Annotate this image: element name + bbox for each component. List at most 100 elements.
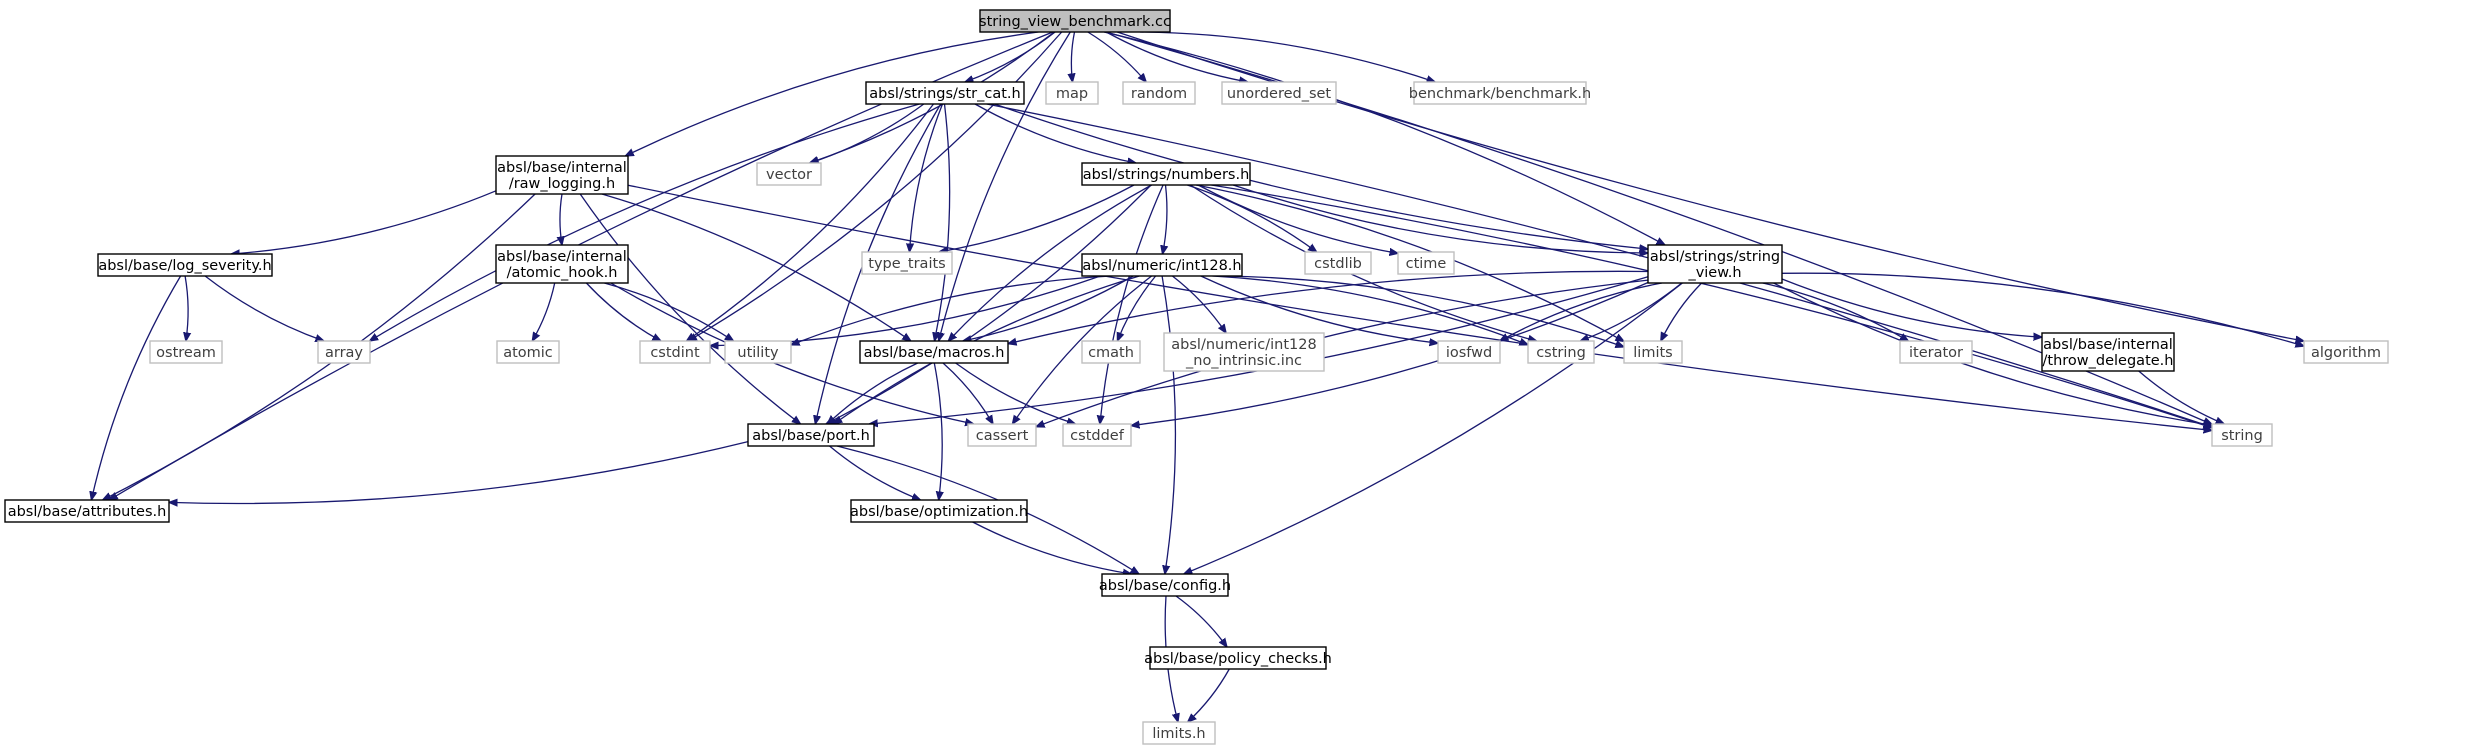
edges-layer xyxy=(91,31,2304,722)
node-cstddef: cstddef xyxy=(1062,423,1132,447)
edge-port-to-attrs xyxy=(169,440,749,504)
node-box xyxy=(149,340,223,364)
edge-config-to-policy xyxy=(1175,595,1227,647)
node-atomic: atomic xyxy=(496,340,560,364)
edge-root-to-uset xyxy=(1105,31,1248,82)
edge-strview-to-macros xyxy=(1008,270,1649,343)
node-label: iosfwd xyxy=(1446,345,1492,361)
node-label: _view.h xyxy=(1687,265,1741,281)
node-label: atomic xyxy=(503,345,553,361)
node-box xyxy=(317,340,371,364)
node-cstdlib: cstdlib xyxy=(1304,251,1372,275)
node-attrs[interactable]: absl/base/attributes.h xyxy=(4,499,170,523)
edge-int128-to-utility xyxy=(791,275,1111,345)
edge-strcat-to-vector xyxy=(810,103,925,163)
edge-strview-to-config xyxy=(1184,282,1683,574)
node-root[interactable]: string_view_benchmark.cc xyxy=(979,9,1171,33)
node-map: map xyxy=(1045,81,1099,105)
node-throwdel[interactable]: absl/base/internal/throw_delegate.h xyxy=(2041,332,2175,372)
node-rawlog[interactable]: absl/base/internal/raw_logging.h xyxy=(495,155,629,195)
node-box xyxy=(1081,253,1243,277)
node-atomhook[interactable]: absl/base/internal/atomic_hook.h xyxy=(495,244,629,284)
node-strcat[interactable]: absl/strings/str_cat.h xyxy=(865,81,1025,105)
edge-atomhook-to-cstdint xyxy=(585,282,661,341)
node-utility: utility xyxy=(724,340,792,364)
edge-rawlog-to-logsev xyxy=(231,190,497,254)
edge-int128-to-cstring xyxy=(1212,275,1528,345)
node-label: absl/base/attributes.h xyxy=(8,504,167,520)
edge-int128-to-port xyxy=(834,275,1140,424)
node-label: random xyxy=(1131,86,1187,102)
edge-logsev-to-ostream xyxy=(185,275,188,341)
node-label: limits.h xyxy=(1152,726,1205,742)
node-config[interactable]: absl/base/config.h xyxy=(1099,573,1231,597)
node-box xyxy=(1304,251,1372,275)
edge-strcat-to-typetr xyxy=(910,103,944,252)
node-cassert: cassert xyxy=(967,423,1037,447)
node-label: string_view_benchmark.cc xyxy=(979,14,1171,30)
node-box xyxy=(967,423,1037,447)
node-macros[interactable]: absl/base/macros.h xyxy=(859,340,1009,364)
edge-logsev-to-array xyxy=(204,275,324,341)
node-label: ostream xyxy=(156,345,216,361)
edge-macros-to-cstddef xyxy=(955,362,1076,424)
node-uset: unordered_set xyxy=(1221,81,1337,105)
node-strview[interactable]: absl/strings/string_view.h xyxy=(1647,244,1783,284)
edge-int128-to-limits xyxy=(1224,275,1624,347)
node-port[interactable]: absl/base/port.h xyxy=(747,423,875,447)
node-logsev[interactable]: absl/base/log_severity.h xyxy=(97,253,273,277)
node-box xyxy=(4,499,170,523)
node-optim[interactable]: absl/base/optimization.h xyxy=(850,499,1028,523)
node-label: absl/base/port.h xyxy=(752,428,870,444)
node-cstdint: cstdint xyxy=(639,340,711,364)
node-label: /raw_logging.h xyxy=(509,176,615,192)
edge-int128-to-noint xyxy=(1172,275,1226,333)
node-box xyxy=(639,340,711,364)
edge-strview-to-iosfwd xyxy=(1500,282,1663,341)
node-box xyxy=(495,155,629,195)
node-label: benchmark/benchmark.h xyxy=(1409,86,1591,102)
node-numbers[interactable]: absl/strings/numbers.h xyxy=(1081,162,1251,186)
node-label: cstdint xyxy=(650,345,700,361)
node-box xyxy=(1081,340,1141,364)
node-label: array xyxy=(325,345,363,361)
node-limits: limits xyxy=(1623,340,1683,364)
node-label: map xyxy=(1056,86,1088,102)
node-box xyxy=(1149,646,1327,670)
node-label: utility xyxy=(737,345,779,361)
node-cstring: cstring xyxy=(1527,340,1595,364)
node-string: string xyxy=(2211,423,2273,447)
node-box xyxy=(1163,332,1325,372)
node-policy[interactable]: absl/base/policy_checks.h xyxy=(1144,646,1332,670)
node-label: cassert xyxy=(976,428,1029,444)
edge-policy-to-limitsh xyxy=(1188,668,1230,722)
edge-rawlog-to-macros xyxy=(601,193,911,341)
node-box xyxy=(850,499,1028,523)
edge-logsev-to-attrs xyxy=(91,275,182,500)
node-label: absl/base/internal xyxy=(497,160,627,176)
node-noint: absl/numeric/int128_no_intrinsic.inc xyxy=(1163,332,1325,372)
node-box xyxy=(1122,81,1196,105)
edge-root-to-algorithm xyxy=(1116,31,2304,341)
node-label: absl/base/macros.h xyxy=(864,345,1005,361)
edge-strcat-to-array xyxy=(370,103,920,341)
node-box xyxy=(1081,162,1251,186)
edge-int128-to-iosfwd xyxy=(1200,275,1438,343)
edge-strview-to-cassert xyxy=(1036,279,1649,427)
edge-strcat-to-numbers xyxy=(974,103,1136,163)
edge-rawlog-to-string xyxy=(627,184,2212,430)
node-box xyxy=(979,9,1171,33)
node-label: absl/base/policy_checks.h xyxy=(1144,651,1332,667)
node-label: absl/base/config.h xyxy=(1099,578,1231,594)
node-label: absl/base/internal xyxy=(497,249,627,265)
node-box xyxy=(495,244,629,284)
node-label: absl/numeric/int128.h xyxy=(1082,258,1241,274)
node-box xyxy=(1899,340,1973,364)
node-box xyxy=(97,253,273,277)
node-label: absl/base/optimization.h xyxy=(850,504,1028,520)
edge-int128-to-config xyxy=(1161,275,1177,574)
node-int128[interactable]: absl/numeric/int128.h xyxy=(1081,253,1243,277)
node-label: /atomic_hook.h xyxy=(507,265,618,281)
edge-strview-to-throwdel xyxy=(1781,278,2042,337)
